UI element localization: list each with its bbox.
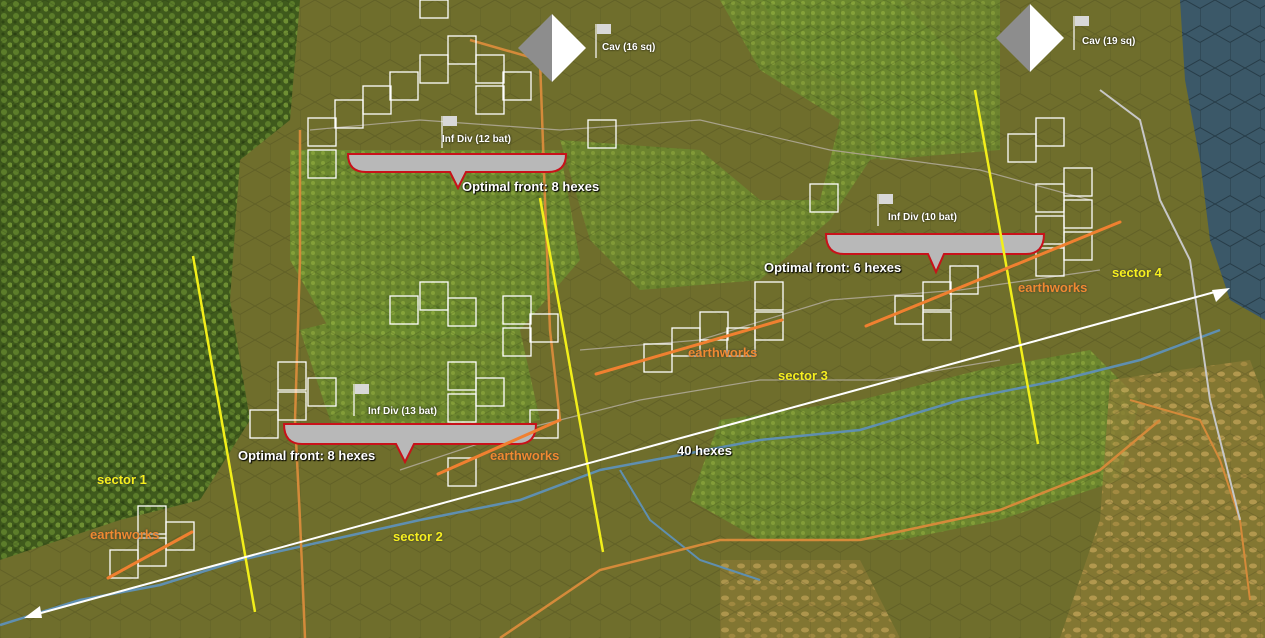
front-bracket-2 <box>824 233 1046 275</box>
sector-label: sector 3 <box>778 368 828 383</box>
sector-label: sector 2 <box>393 529 443 544</box>
earthworks-label: earthworks <box>90 527 160 542</box>
front-label: Optimal front: 8 hexes <box>462 179 600 194</box>
earthworks-label: earthworks <box>688 345 758 360</box>
unit-label: Cav (19 sq) <box>1082 36 1136 47</box>
earthworks-label: earthworks <box>490 448 560 463</box>
river-branch <box>619 469 761 581</box>
unit-label: Inf Div (13 bat) <box>368 406 437 417</box>
sector-boundary-line <box>538 197 605 553</box>
cav-marker-1 <box>518 14 586 82</box>
front-bracket-1 <box>346 153 568 191</box>
trail-central <box>579 269 1101 351</box>
front-label: Optimal front: 6 hexes <box>764 260 902 275</box>
cav-marker-2 <box>996 4 1064 72</box>
sector-label: sector 1 <box>97 472 147 487</box>
road-east <box>1129 399 1251 601</box>
sector-label: sector 4 <box>1112 265 1162 280</box>
unit-label: Inf Div (12 bat) <box>442 134 511 145</box>
earthworks-lines <box>106 220 1122 580</box>
earthworks-line <box>106 530 194 580</box>
flag-icon <box>1073 16 1089 50</box>
distance-label: 40 hexes <box>677 443 732 458</box>
unit-hex-markers <box>109 0 1093 579</box>
front-label: Optimal front: 8 hexes <box>238 448 376 463</box>
earthworks-label: earthworks <box>1018 280 1088 295</box>
sector-boundary-line <box>191 255 257 613</box>
earthworks-line <box>436 418 562 476</box>
trail-north <box>309 119 1091 201</box>
flag-icon <box>353 384 369 416</box>
unit-label: Inf Div (10 bat) <box>888 212 957 223</box>
unit-label: Cav (16 sq) <box>602 42 656 53</box>
trail-coast <box>1099 89 1241 521</box>
flag-icon <box>441 116 457 148</box>
road-central <box>469 38 562 421</box>
earthworks-line <box>864 220 1122 328</box>
earthworks-line <box>594 318 784 376</box>
road-south <box>499 419 1161 638</box>
flag-icon <box>877 194 893 226</box>
distance-arrow <box>24 288 1230 618</box>
flag-icon <box>595 24 611 58</box>
front-bracket-3 <box>282 423 538 465</box>
